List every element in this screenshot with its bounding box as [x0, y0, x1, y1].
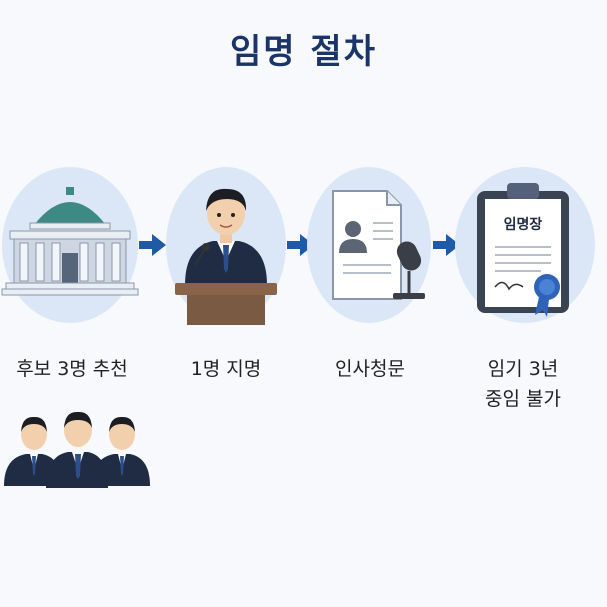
three-candidates-icon: [4, 411, 150, 488]
parliament-building-icon: [1, 187, 139, 296]
page-title: 임명 절차: [230, 32, 377, 72]
step-2-label: 1명 지명: [190, 358, 262, 380]
candidate-person-icon: [46, 411, 108, 488]
step-4-label-line1: 임기 3년: [487, 358, 559, 380]
speaker-at-podium-icon: [175, 188, 277, 325]
arrow-right-icon: [433, 234, 460, 256]
step-3-label: 인사청문: [335, 358, 405, 380]
step-1-illustration: [1, 167, 139, 323]
step-3-illustration: [307, 167, 431, 323]
step-4-illustration: 임명장: [455, 167, 595, 323]
step-2-illustration: [166, 167, 286, 325]
appointment-certificate-icon: 임명장: [477, 183, 569, 317]
step-4-label-line2: 중임 불가: [485, 388, 561, 410]
arrow-right-icon: [139, 234, 166, 256]
resume-document-microphone-icon: [332, 190, 425, 300]
step-1-label: 후보 3명 추천: [16, 358, 128, 380]
certificate-title: 임명장: [504, 216, 543, 233]
